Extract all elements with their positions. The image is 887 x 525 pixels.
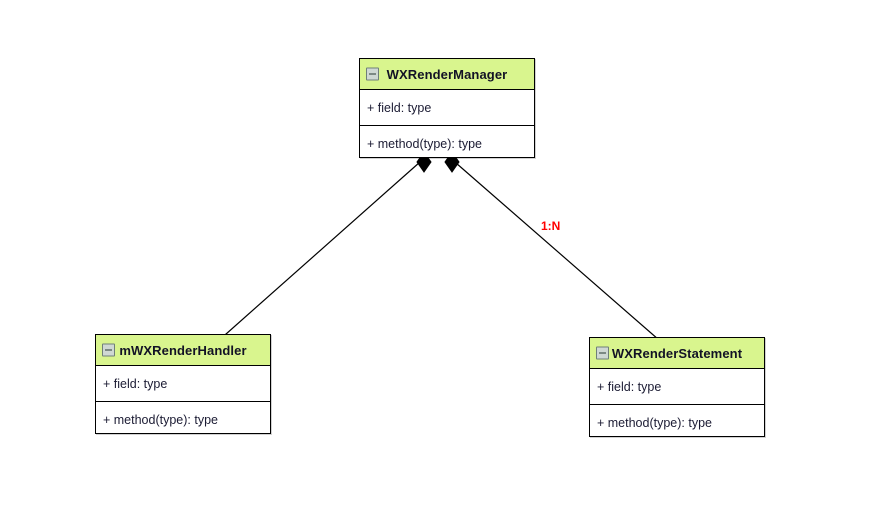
uml-class-wxrendermanager[interactable]: WXRenderManager + field: type + method(t… [359,58,535,158]
uml-operation-item: + method(type): type [597,416,712,430]
uml-attribute-item: + field: type [597,379,662,394]
uml-class-mwxrenderhandler[interactable]: mWXRenderHandler + field: type + method(… [95,334,271,434]
uml-class-name: mWXRenderHandler [119,342,247,358]
uml-operation-item: + method(type): type [367,137,482,151]
uml-class-name: WXRenderManager [386,66,508,82]
uml-attributes-compartment: + field: type [590,369,764,405]
uml-class-header: WXRenderManager [360,59,534,90]
uml-attribute-item: + field: type [103,376,168,391]
uml-class-wxrenderstatement[interactable]: WXRenderStatement + field: type + method… [589,337,765,437]
uml-operations-compartment: + method(type): type [96,402,270,438]
uml-attributes-compartment: + field: type [96,366,270,402]
relationship-line [198,161,421,359]
uml-operations-compartment: + method(type): type [590,405,764,441]
uml-operation-item: + method(type): type [103,413,218,427]
uml-class-name: WXRenderStatement [611,345,743,361]
uml-class-header: mWXRenderHandler [96,335,270,366]
uml-class-header: WXRenderStatement [590,338,764,369]
uml-attributes-compartment: + field: type [360,90,534,126]
uml-operations-compartment: + method(type): type [360,126,534,162]
collapse-minus-icon[interactable] [596,346,609,360]
relationship-multiplicity-label: 1:N [541,219,561,233]
uml-attribute-item: + field: type [367,100,432,115]
relationship-line [455,162,683,361]
collapse-minus-icon[interactable] [366,67,379,81]
collapse-minus-icon[interactable] [102,343,115,357]
